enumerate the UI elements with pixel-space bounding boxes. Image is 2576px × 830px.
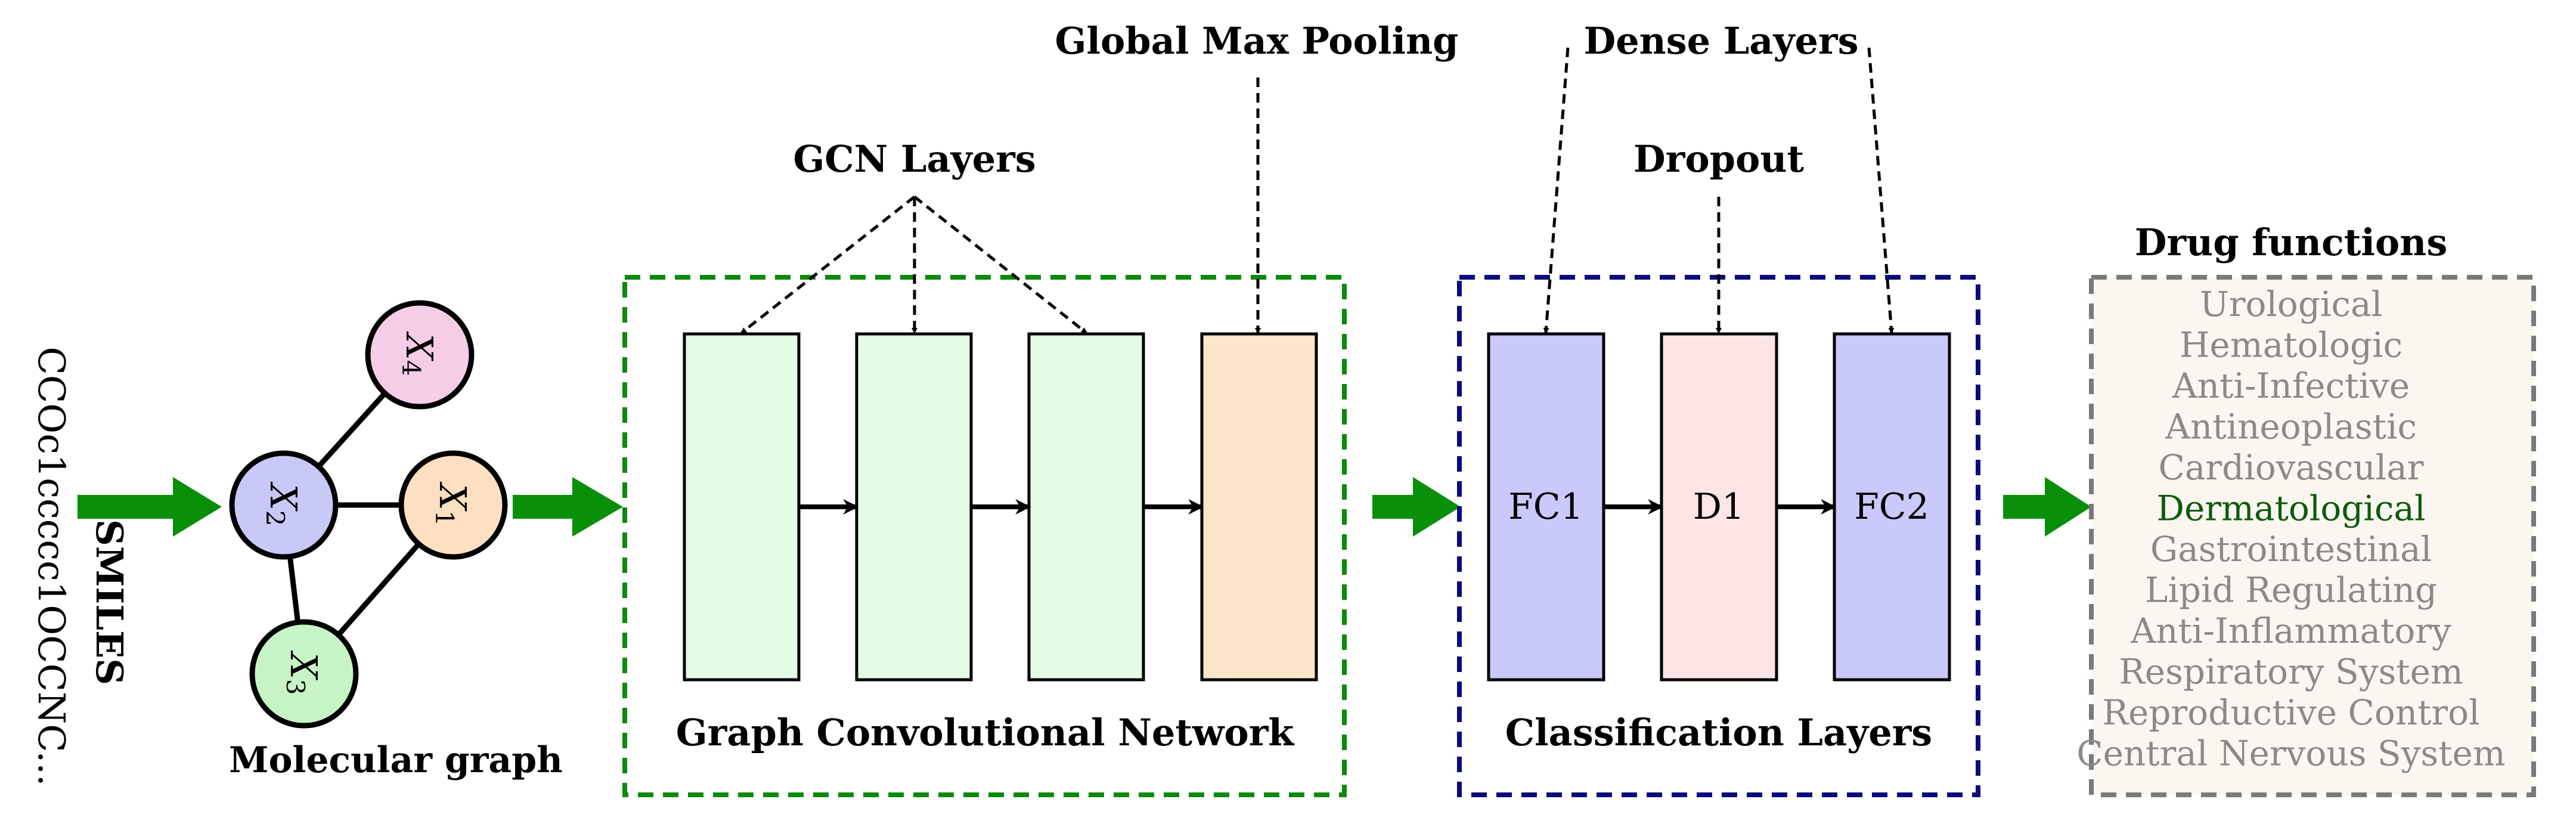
gcn-block: Graph Convolutional Network GCN Layers G…: [622, 19, 1459, 797]
drug-function-item: Antineoplastic: [2165, 407, 2417, 447]
drug-function-item: Reproductive Control: [2102, 692, 2479, 733]
drug-functions-title: Drug functions: [2135, 221, 2448, 264]
flow-arrows: [78, 477, 2091, 537]
drug-functions-frame: [2089, 275, 2536, 797]
dropout-label: Dropout: [1633, 137, 1805, 181]
drug-function-item: Anti-Inflammatory: [2130, 611, 2451, 651]
drug-functions-list: UrologicalHematologicAnti-InfectiveAntin…: [2076, 284, 2506, 774]
gcn-frame: [622, 275, 1347, 797]
pooling-label: Global Max Pooling: [1055, 19, 1458, 63]
fc2-layer: [1833, 332, 1951, 682]
classification-block: FC1 D1 FC2 Classification Layers Dropout…: [1457, 19, 1980, 797]
gcn-pointer-1: [740, 196, 916, 334]
dense-pointer-2: [1867, 47, 1895, 334]
molecular-graph-caption: Molecular graph: [229, 739, 563, 781]
drug-function-item: Anti-Infective: [2172, 366, 2410, 406]
drug-function-item: Gastrointestinal: [2150, 529, 2432, 569]
flow-arrow-3: [1372, 477, 1461, 537]
gcn-pointer-3: [913, 196, 1087, 334]
classification-caption: Classification Layers: [1505, 711, 1932, 754]
node-x4: X4: [365, 300, 475, 410]
drug-function-item: Respiratory System: [2119, 652, 2463, 692]
smiles-title: SMILES: [88, 519, 131, 685]
gcn-layer-1: [683, 332, 801, 682]
d1-label: D1: [1693, 486, 1744, 528]
smiles-input: SMILES CCOc1ccccc1OCCNC...: [30, 346, 131, 786]
node-x3-sub: 3: [281, 679, 311, 695]
drug-function-item: Cardiovascular: [2158, 447, 2423, 488]
node-x1-sub: 1: [430, 510, 460, 527]
pooling-layer: [1200, 332, 1318, 682]
node-x3: X3: [249, 619, 359, 729]
node-x4-symbol: X: [398, 332, 442, 362]
fc1-layer: [1487, 332, 1605, 682]
svg-text:X1: X1: [430, 482, 475, 527]
node-x2-sub: 2: [261, 510, 290, 527]
node-x3-symbol: X: [283, 651, 326, 681]
node-x2-symbol: X: [262, 482, 306, 512]
drug-function-item: Dermatological: [2156, 488, 2425, 529]
gcn-layer-3: [1027, 332, 1145, 682]
dense-pointer-1: [1543, 47, 1570, 334]
node-x4-sub: 4: [397, 360, 426, 376]
gcn-layer-2: [855, 332, 973, 682]
fc1-label: FC1: [1508, 486, 1583, 528]
node-x2: X2: [229, 450, 339, 560]
drug-function-item: Central Nervous System: [2076, 733, 2506, 774]
flow-arrow-2: [513, 477, 623, 537]
smiles-string: CCOc1ccccc1OCCNC...: [30, 346, 73, 786]
flow-arrow-4: [2003, 477, 2091, 537]
svg-text:X3: X3: [281, 651, 326, 695]
flow-arrow-1: [78, 477, 222, 537]
gcn-layers-label: GCN Layers: [793, 137, 1036, 181]
drug-functions-panel: Drug functions UrologicalHematologicAnti…: [2076, 221, 2536, 797]
drug-function-item: Lipid Regulating: [2145, 570, 2437, 611]
molecular-graph: X4 X2 X1 X3 Molecular graph: [229, 300, 563, 781]
dense-label: Dense Layers: [1583, 19, 1858, 63]
drug-function-item: Hematologic: [2180, 325, 2403, 366]
drug-function-item: Urological: [2200, 284, 2382, 324]
fc2-label: FC2: [1854, 486, 1929, 528]
svg-text:X4: X4: [397, 332, 442, 376]
d1-layer: [1660, 332, 1778, 682]
node-x1-symbol: X: [432, 482, 475, 512]
node-x1: X1: [398, 450, 508, 560]
svg-text:X2: X2: [261, 482, 306, 527]
gcn-caption: Graph Convolutional Network: [676, 711, 1295, 754]
